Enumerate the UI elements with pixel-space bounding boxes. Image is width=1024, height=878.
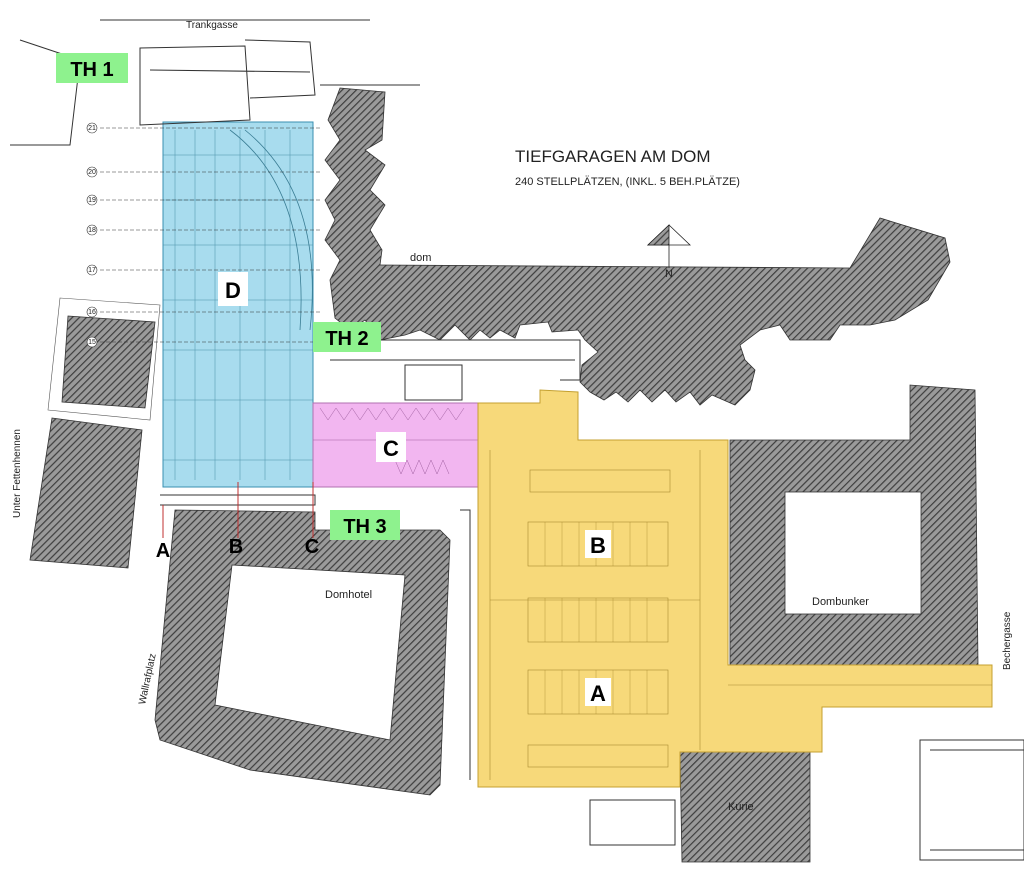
- north-label: N: [665, 268, 673, 280]
- zone-b-label: B: [590, 533, 606, 558]
- kurie-label: Kurie: [728, 801, 754, 813]
- stairwell-th3: TH 3: [330, 510, 400, 540]
- section-a-label: A: [156, 540, 170, 562]
- plan-subtitle: 240 STELLPLÄTZEN, (INKL. 5 BEH.PLÄTZE): [515, 176, 740, 188]
- zone-ab-area: [477, 389, 993, 788]
- axis-number: 18: [88, 227, 96, 234]
- dombunker-building: [729, 384, 979, 666]
- domhotel-building: [154, 509, 451, 796]
- stairwell-th1-label: TH 1: [70, 59, 113, 81]
- axis-number: 20: [88, 169, 96, 176]
- left-blocks: [29, 297, 161, 569]
- zone-d-label: D: [225, 278, 241, 303]
- axis-number: 16: [88, 309, 96, 316]
- section-c-label: C: [305, 536, 319, 558]
- street-trankgasse: Trankgasse: [186, 20, 238, 31]
- dombunker-label: Dombunker: [812, 596, 869, 608]
- plan-title: TIEFGARAGEN AM DOM: [515, 147, 711, 166]
- stairwell-th3-label: TH 3: [343, 516, 386, 538]
- zone-d-area: [162, 121, 314, 488]
- stairwell-th2-label: TH 2: [325, 328, 368, 350]
- stairwell-th1: TH 1: [56, 53, 128, 83]
- domhotel-label: Domhotel: [325, 589, 372, 601]
- street-wallrafplatz: Wallrafplatz: [137, 653, 159, 706]
- stairwell-th2: TH 2: [313, 322, 381, 352]
- zone-c-label: C: [383, 436, 399, 461]
- axis-number: 15: [88, 339, 96, 346]
- axis-number: 21: [88, 125, 96, 132]
- zone-c-area: [312, 402, 479, 488]
- dom-label: dom: [410, 252, 431, 264]
- north-arrow-icon: [647, 224, 691, 268]
- section-b-label: B: [229, 536, 243, 558]
- axis-number: 17: [88, 267, 96, 274]
- zone-a-label: A: [590, 681, 606, 706]
- street-unter-fettenhennen: Unter Fettenhennen: [12, 429, 23, 518]
- axis-grid: 21 20 19 18 17 16 15: [86, 122, 320, 348]
- dom-cathedral: [324, 87, 951, 406]
- street-bechergasse: Bechergasse: [1002, 611, 1013, 670]
- section-lines: [162, 482, 314, 538]
- axis-number: 19: [88, 197, 96, 204]
